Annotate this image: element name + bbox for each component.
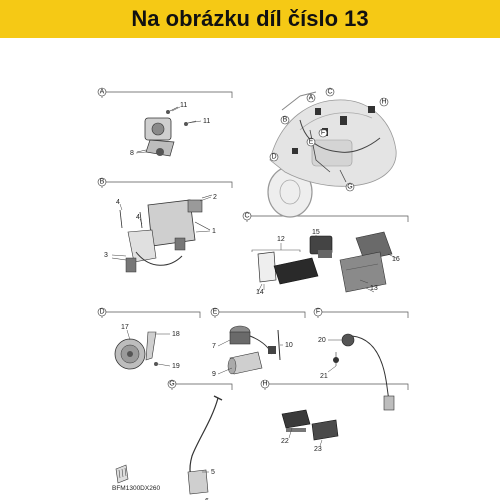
banner-title: Na obrázku díl číslo 13 <box>131 6 369 31</box>
section-label-f: F <box>316 309 320 316</box>
part-label-19: 19 <box>172 363 180 370</box>
motorcycle-overview <box>267 91 397 218</box>
part-group-f <box>333 333 395 411</box>
overview-letter-c: C <box>327 89 332 96</box>
section-label-b: B <box>100 179 105 186</box>
section-label-e: E <box>213 309 218 316</box>
catalog-icon <box>115 464 129 484</box>
section-label-c: C <box>244 213 249 220</box>
parts-diagram: A B C D E F G H A B C <box>97 87 409 500</box>
part-group-c <box>251 231 397 293</box>
overview-letter-h: H <box>381 99 386 106</box>
overview-letter-a: A <box>309 95 314 102</box>
part-label-8: 8 <box>130 150 134 157</box>
part-label-4a: 4 <box>116 199 120 206</box>
part-label-10: 10 <box>285 342 293 349</box>
overview-letter-f: F <box>321 130 325 137</box>
section-label-d: D <box>99 309 104 316</box>
part-label-3: 3 <box>104 252 108 259</box>
diagram-code-block: BFM1300DX260 <box>112 464 160 492</box>
part-label-5: 5 <box>211 469 215 476</box>
overview-callouts: A B C D E F G H <box>269 87 389 192</box>
overview-letter-e: E <box>309 139 314 146</box>
part-group-h <box>281 409 339 441</box>
part-label-1: 1 <box>212 228 216 235</box>
part-label-14: 14 <box>256 289 264 296</box>
part-label-12: 12 <box>277 236 285 243</box>
part-label-9: 9 <box>212 371 216 378</box>
part-label-11b: 11 <box>203 118 210 125</box>
section-labels: A B C D E F G H <box>97 87 323 389</box>
part-label-23: 23 <box>314 446 322 453</box>
part-group-b <box>111 194 213 273</box>
part-group-a <box>136 106 197 157</box>
diagram-code: BFM1300DX260 <box>112 485 160 492</box>
part-label-18: 18 <box>172 331 180 338</box>
part-group-e <box>227 325 281 375</box>
section-label-h: H <box>262 381 267 388</box>
part-label-16: 16 <box>392 256 400 263</box>
section-label-a: A <box>100 89 105 96</box>
part-label-4b: 4 <box>136 214 140 221</box>
part-group-d <box>114 331 158 370</box>
part-label-13: 13 <box>370 285 378 292</box>
part-group-g <box>187 395 223 495</box>
overview-letter-b: B <box>283 117 288 124</box>
overview-letter-g: G <box>347 184 352 191</box>
part-label-21: 21 <box>320 373 328 380</box>
header-banner: Na obrázku díl číslo 13 <box>0 0 500 38</box>
part-label-11a: 11 <box>180 102 187 109</box>
part-label-17: 17 <box>121 324 129 331</box>
part-label-15: 15 <box>312 229 320 236</box>
overview-letter-d: D <box>271 154 276 161</box>
part-labels: 1 2 3 4 4 5 6 7 8 9 10 11 11 12 13 14 15… <box>104 102 400 500</box>
part-label-20: 20 <box>318 337 326 344</box>
part-label-7: 7 <box>212 343 216 350</box>
part-label-2: 2 <box>213 194 217 201</box>
section-label-g: G <box>169 381 174 388</box>
part-label-6: 6 <box>205 498 209 500</box>
part-label-22: 22 <box>281 438 289 445</box>
